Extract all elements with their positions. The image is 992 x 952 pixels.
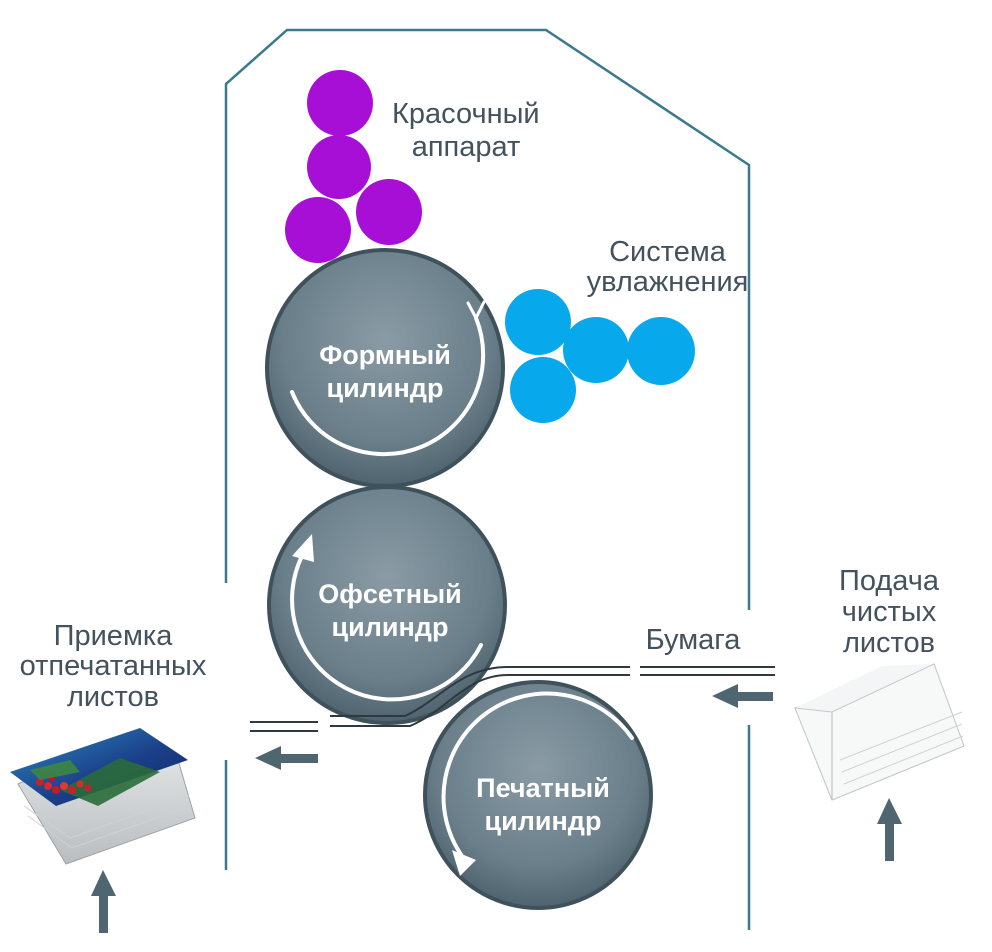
plate-cylinder-label-line2: цилиндр: [326, 373, 444, 403]
press-frame: [224, 28, 751, 610]
dampening-rollers: [505, 289, 695, 423]
ink-unit-label-line2: аппарат: [411, 131, 521, 163]
feed-label-line3: листов: [842, 627, 936, 659]
ink-roller: [285, 197, 351, 263]
plate-rotation-arrow: [290, 300, 486, 457]
delivery-up-arrow: [91, 870, 116, 933]
impression-cylinder-label-line2: цилиндр: [484, 806, 602, 836]
dampening-roller: [510, 357, 576, 423]
plate-cylinder-label-line1: Формный: [319, 340, 451, 370]
delivery-label-line1: Приемка: [53, 620, 173, 652]
feed-label-line1: Подача: [839, 565, 939, 597]
offset-cylinder-label-line2: цилиндр: [331, 612, 449, 642]
impression-rotation-arrowhead: [452, 850, 476, 876]
feed-label-line2: чистых: [841, 596, 937, 628]
ink-roller: [356, 179, 422, 245]
feed-up-arrow: [877, 798, 902, 861]
dampening-roller: [505, 289, 571, 355]
blank-paper-stack: [794, 663, 965, 801]
offset-rotation-arrow: [290, 552, 483, 702]
dampening-roller: [563, 317, 629, 383]
offset-cylinder: [267, 485, 507, 725]
impression-cylinder: [423, 680, 653, 910]
dampening-label-line2: увлажнения: [586, 266, 749, 298]
delivery-label-line3: листов: [66, 681, 160, 713]
paper-direction-arrow-right: [712, 684, 773, 708]
offset-cylinder-label-line1: Офсетный: [318, 579, 462, 609]
impression-cylinder-label-line1: Печатный: [476, 773, 610, 803]
paper-direction-arrow-left: [255, 746, 318, 770]
ink-unit-label-line1: Красочный: [392, 98, 540, 130]
paper-label: Бумага: [645, 624, 741, 656]
paper-path: [250, 666, 775, 732]
ink-roller: [307, 135, 371, 199]
printed-sheet-stack: [10, 728, 196, 865]
offset-rotation-arrowhead: [292, 534, 314, 562]
ink-unit-rollers: [285, 70, 422, 263]
delivery-label-line2: отпечатанных: [19, 650, 207, 682]
dampening-roller: [627, 317, 695, 385]
ink-roller: [307, 70, 373, 136]
impression-rotation-arrow: [441, 691, 634, 858]
dampening-label-line1: Система: [609, 236, 726, 268]
